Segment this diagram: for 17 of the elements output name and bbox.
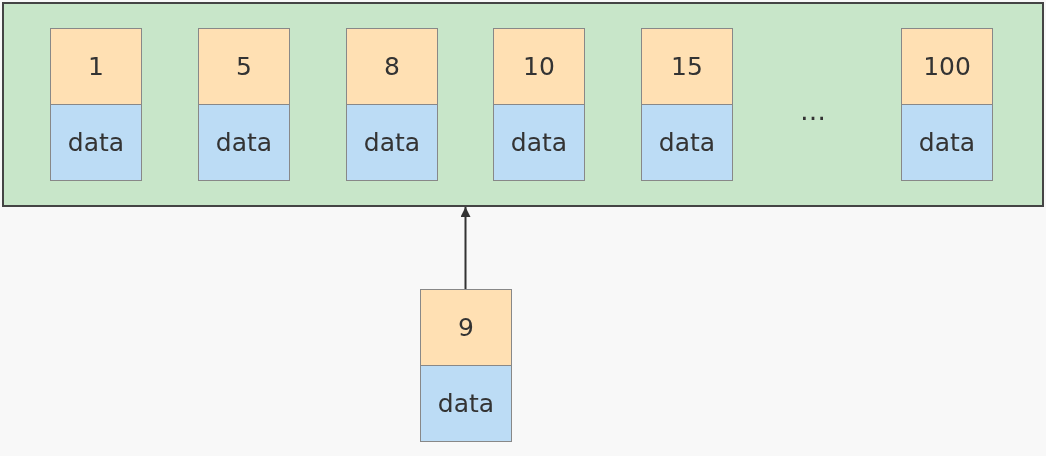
key-cell: 100 bbox=[901, 28, 993, 105]
data-cell: data bbox=[50, 104, 142, 181]
key-cell: 10 bbox=[493, 28, 585, 105]
key-cell: 15 bbox=[641, 28, 733, 105]
key-cell: 9 bbox=[420, 289, 512, 366]
key-cell: 8 bbox=[346, 28, 438, 105]
arrow bbox=[460, 206, 471, 290]
data-cell: data bbox=[420, 365, 512, 442]
data-cell: data bbox=[198, 104, 290, 181]
data-cell: data bbox=[346, 104, 438, 181]
data-cell: data bbox=[641, 104, 733, 181]
key-cell: 5 bbox=[198, 28, 290, 105]
data-cell: data bbox=[901, 104, 993, 181]
data-cell: data bbox=[493, 104, 585, 181]
key-cell: 1 bbox=[50, 28, 142, 105]
ellipsis: … bbox=[800, 96, 826, 126]
page-panel bbox=[2, 2, 1044, 207]
